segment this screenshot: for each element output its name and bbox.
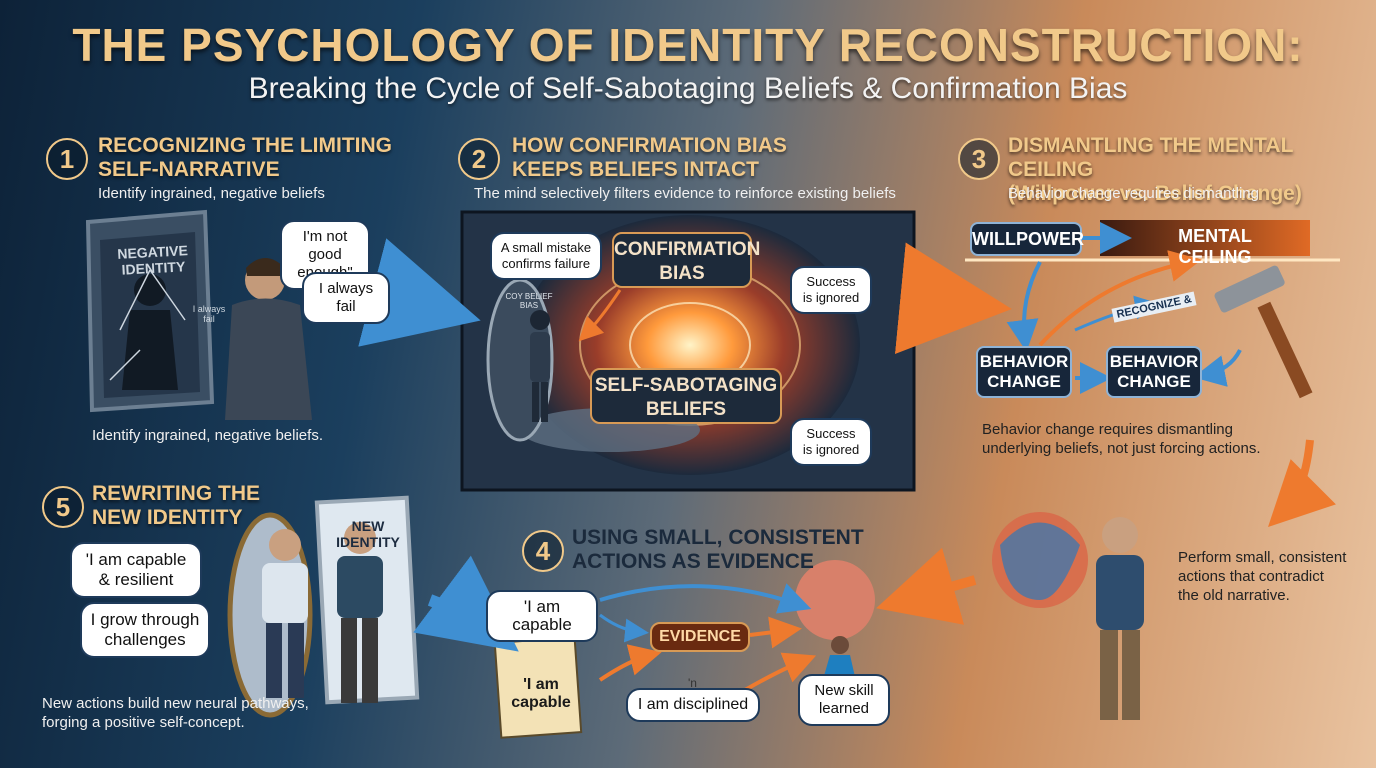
step-5-title: REWRITING THE NEW IDENTITY	[92, 482, 260, 530]
notebook-text: 'I am capable	[511, 676, 571, 711]
step-3-title-line2: (Willpower vs. Belief Change)	[1008, 182, 1302, 205]
self-sabotaging-beliefs-box: SELF-SABOTAGING BELIEFS	[590, 368, 782, 424]
step-3-bottom-desc: Behavior change requires dismantling und…	[982, 421, 1261, 457]
page-title: THE PSYCHOLOGY OF IDENTITY RECONSTRUCTIO…	[72, 19, 1304, 71]
bubble-new-skill: New skill learned	[798, 674, 890, 726]
mirror-2-small-text: COY BELIEF BIAS	[505, 292, 553, 310]
arrow-right-to-4	[876, 547, 977, 625]
bubble-i-am-capable: 'I am capable	[486, 590, 598, 642]
step-1-badge: 1	[46, 138, 88, 180]
evidence-box: EVIDENCE	[650, 622, 750, 652]
bubble-always-fail: I always fail	[302, 272, 390, 324]
page-subtitle: Breaking the Cycle of Self-Sabotaging Be…	[248, 72, 1128, 105]
step-2-badge: 2	[458, 138, 500, 180]
bubble-grow-challenges: I grow through challenges	[80, 602, 210, 658]
negative-identity-label: NEGATIVE IDENTITY	[116, 242, 189, 278]
step-3-badge: 3	[958, 138, 1000, 180]
arrow-2-3	[894, 242, 1012, 355]
step-2-title: HOW CONFIRMATION BIAS KEEPS BELIEFS INTA…	[512, 134, 787, 182]
new-identity-label: NEW IDENTITY	[336, 518, 400, 550]
bubble-capable-resilient: 'I am capable & resilient	[70, 542, 202, 598]
step-4-badge: 4	[522, 530, 564, 572]
mental-ceiling-bar	[1100, 220, 1310, 256]
brain-center	[795, 560, 875, 640]
step-4-title-line2: ACTIONS AS EVIDENCE	[572, 550, 814, 573]
step-5-title-line1: REWRITING THE	[92, 482, 260, 505]
step-1-bottom-desc: Identify ingrained, negative beliefs.	[92, 427, 323, 444]
bubble-success-ignored-1: Success is ignored	[790, 266, 872, 314]
arrow-3-down	[1268, 439, 1336, 527]
bubble-small-mistake: A small mistake confirms failure	[490, 232, 602, 280]
step-1-title: RECOGNIZING THE LIMITING SELF-NARRATIVE	[98, 134, 392, 182]
step-3-title: DISMANTLING THE MENTAL CEILING (Willpowe…	[1008, 134, 1376, 206]
willpower-box: WILLPOWER	[970, 222, 1084, 256]
step-4-title-line1: USING SMALL, CONSISTENT	[572, 526, 864, 549]
mental-ceiling-label: MENTAL CEILING	[1178, 226, 1252, 267]
step-3-desc: Behavior change requires dismantling	[1008, 185, 1259, 202]
arrow-1-2	[358, 238, 481, 347]
step-1-title-line2: SELF-NARRATIVE	[98, 158, 280, 181]
bubble-i-am-disciplined: I am disciplined	[626, 688, 760, 722]
step-3-side-desc: Perform small, consistent actions that c…	[1178, 549, 1347, 604]
behavior-change-box-2: BEHAVIOR CHANGE	[1106, 346, 1202, 398]
step-1-desc: Identify ingrained, negative beliefs	[98, 185, 325, 202]
hammer	[1257, 301, 1313, 399]
arrow-5-4	[413, 555, 519, 652]
step-4-title: USING SMALL, CONSISTENT ACTIONS AS EVIDE…	[572, 526, 864, 574]
step-2-desc: The mind selectively filters evidence to…	[474, 185, 896, 202]
step-5-bottom-desc: New actions build new neural pathways, f…	[42, 695, 309, 731]
step-2-title-line2: KEEPS BELIEFS INTACT	[512, 158, 759, 181]
step-1-title-line1: RECOGNIZING THE LIMITING	[98, 134, 392, 157]
step-3-title-line1: DISMANTLING THE MENTAL CEILING	[1008, 134, 1294, 181]
behavior-change-box-1: BEHAVIOR CHANGE	[976, 346, 1072, 398]
disciplined-mark: 'n	[688, 676, 697, 690]
mirror-small-text: I always fail	[192, 304, 226, 324]
confirmation-bias-box: CONFIRMATION BIAS	[612, 232, 760, 288]
step-5-title-line2: NEW IDENTITY	[92, 506, 243, 529]
bubble-success-ignored-2: Success is ignored	[790, 418, 872, 466]
step-5-badge: 5	[42, 486, 84, 528]
step-2-title-line1: HOW CONFIRMATION BIAS	[512, 134, 787, 157]
